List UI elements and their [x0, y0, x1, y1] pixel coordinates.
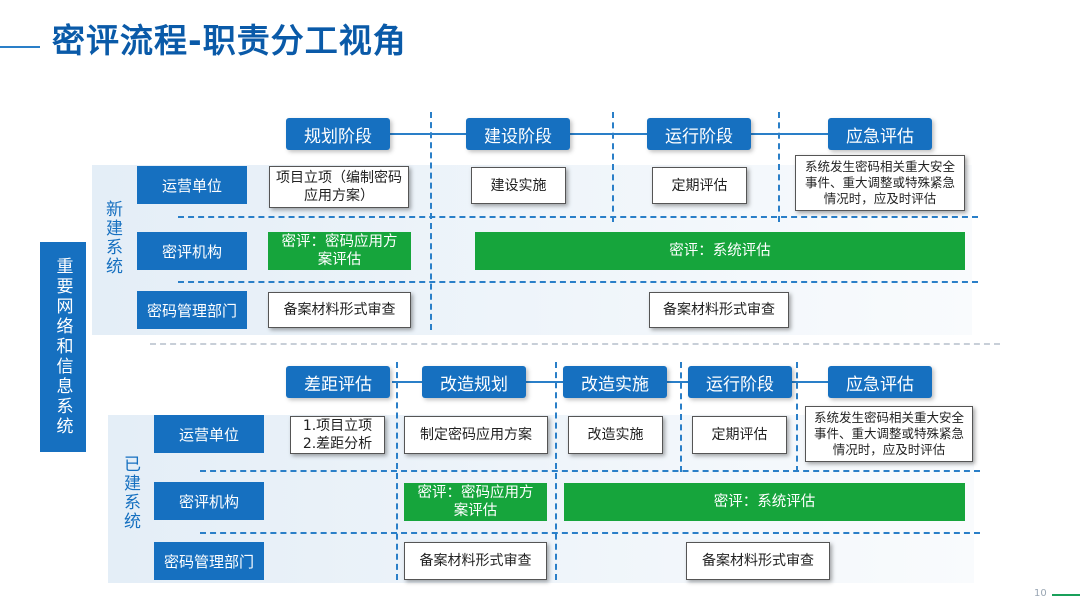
page-title: 密评流程-职责分工视角	[52, 21, 407, 60]
existing-system-label: 已建系统	[120, 455, 140, 531]
stage-planning: 规划阶段	[286, 118, 390, 150]
left-category-label: 重要网络和信息系统	[40, 242, 86, 452]
existing-separator-4	[796, 362, 798, 472]
stage-retrofit-implementation: 改造实施	[563, 366, 667, 398]
task-existing-filing-review-2: 备案材料形式审查	[686, 542, 830, 580]
task-filing-review-2: 备案材料形式审查	[649, 292, 789, 328]
role-crypto-dept: 密码管理部门	[137, 291, 247, 329]
new-separator-2	[612, 112, 614, 222]
existing-separator-3	[680, 362, 682, 472]
stage-construction: 建设阶段	[466, 118, 570, 150]
task-approval-gap-analysis: 1.项目立项 2.差距分析	[290, 416, 385, 454]
task-formulate-scheme: 制定密码应用方案	[404, 416, 548, 454]
stage-operation: 运行阶段	[647, 118, 751, 150]
task-retrofit-implementation: 改造实施	[568, 416, 663, 454]
existing-row-sep-1	[200, 470, 980, 472]
new-system-label: 新建系统	[102, 200, 122, 276]
task-existing-filing-review-1: 备案材料形式审查	[404, 542, 547, 580]
task-periodic-eval: 定期评估	[652, 167, 747, 204]
task-scheme-evaluation: 密评：密码应用方案评估	[268, 232, 411, 270]
task-existing-emergency-eval: 系统发生密码相关重大安全事件、重大调整或特殊紧急情况时，应及时评估	[805, 406, 973, 462]
stage-gap-assessment: 差距评估	[286, 366, 390, 398]
page-number-line	[1052, 594, 1080, 596]
stage-existing-emergency: 应急评估	[828, 366, 932, 398]
role-existing-agency: 密评机构	[154, 482, 264, 520]
task-filing-review-1: 备案材料形式审查	[268, 292, 411, 328]
new-separator-1	[430, 112, 432, 330]
role-agency: 密评机构	[137, 232, 247, 270]
task-existing-scheme-evaluation: 密评：密码应用方案评估	[404, 483, 547, 521]
title-decoration-line	[0, 46, 40, 48]
task-project-approval: 项目立项（编制密码应用方案）	[269, 166, 409, 208]
existing-row-sep-2	[200, 532, 980, 534]
role-existing-operator: 运营单位	[154, 415, 264, 453]
task-existing-system-evaluation: 密评：系统评估	[564, 483, 965, 521]
page-number: 10	[1034, 588, 1047, 599]
section-separator	[150, 343, 1000, 345]
task-emergency-eval: 系统发生密码相关重大安全事件、重大调整或特殊紧急情况时，应及时评估	[795, 155, 965, 211]
new-separator-3	[778, 112, 780, 222]
stage-emergency: 应急评估	[828, 118, 932, 150]
role-operator: 运营单位	[137, 166, 247, 204]
new-row-sep-1	[178, 216, 978, 218]
stage-retrofit-planning: 改造规划	[422, 366, 526, 398]
new-stage-connector	[389, 133, 829, 135]
task-system-evaluation: 密评：系统评估	[475, 232, 965, 270]
new-row-sep-2	[178, 281, 978, 283]
stage-existing-operation: 运行阶段	[688, 366, 792, 398]
task-existing-periodic-eval: 定期评估	[692, 416, 787, 454]
role-existing-crypto-dept: 密码管理部门	[154, 542, 264, 580]
task-construction: 建设实施	[471, 167, 566, 204]
